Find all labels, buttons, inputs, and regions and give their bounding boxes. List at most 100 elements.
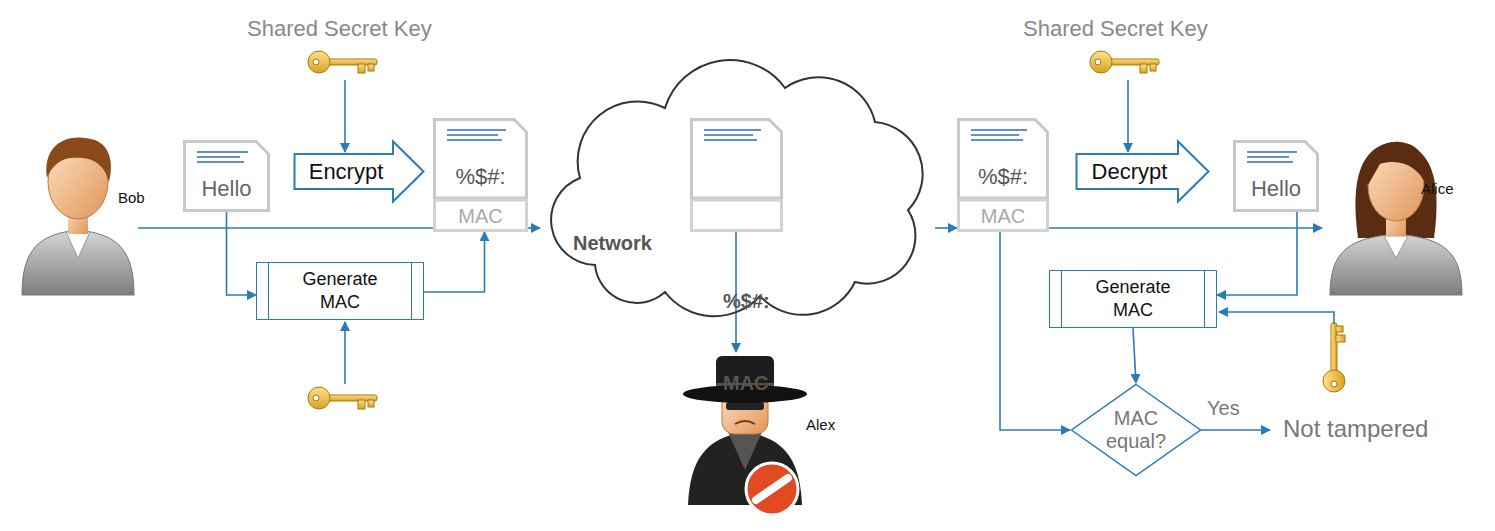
shape-outline — [1077, 142, 1209, 202]
branch-label: Yes — [1207, 397, 1240, 420]
key-caption: Shared Secret Key — [247, 16, 432, 42]
flow-line — [138, 227, 433, 229]
node-text: MAC — [458, 205, 502, 228]
shape-outline — [959, 200, 1048, 231]
mac-field: MAC — [433, 200, 528, 232]
text-line — [971, 134, 1019, 136]
alice-figure — [1330, 234, 1462, 295]
person-name: Alex — [806, 416, 835, 433]
alice-figure — [1367, 142, 1427, 185]
connector — [424, 232, 485, 292]
bob-figure — [66, 232, 90, 258]
node-text: %$#: — [723, 290, 770, 313]
text-line — [197, 161, 244, 163]
shape-outline — [435, 200, 527, 231]
flow-line — [1198, 429, 1270, 431]
key-icon — [308, 51, 377, 73]
shape-outline — [435, 120, 527, 199]
result-text: Not tampered — [1283, 415, 1428, 443]
node-text: Hello — [1251, 176, 1301, 202]
node-text: %$#: — [455, 164, 505, 190]
key-caption: Shared Secret Key — [1023, 16, 1208, 42]
mac-field: MAC — [690, 200, 783, 232]
connector — [227, 212, 257, 295]
alex-figure — [726, 402, 764, 410]
process-arrow: Encrypt — [293, 140, 425, 203]
text-line — [447, 129, 506, 131]
text-line — [447, 139, 502, 141]
decision-diamond: MAC equal? — [1070, 383, 1202, 477]
connector — [528, 227, 540, 229]
text-line — [1247, 161, 1293, 163]
person-name: Bob — [118, 189, 145, 206]
key-icon — [308, 387, 377, 409]
node-text: Generate MAC — [290, 268, 390, 315]
flow-line — [1219, 312, 1334, 324]
shape-outline — [295, 142, 424, 202]
document-body: %$#: — [957, 118, 1049, 200]
node-text: Encrypt — [309, 159, 384, 185]
node-text: %$#: — [978, 164, 1028, 190]
node-text: MAC equal? — [1100, 407, 1172, 453]
document-body: %$#: — [433, 118, 528, 200]
text-line — [971, 129, 1027, 131]
flow-line — [1049, 227, 1322, 229]
shape-outline — [959, 120, 1048, 199]
node-text: Hello — [201, 176, 251, 202]
flow-line — [344, 322, 346, 384]
node-text: Generate MAC — [1083, 276, 1183, 323]
flow-line — [1127, 80, 1129, 152]
process-box: Generate MAC — [256, 262, 424, 320]
node-text: Decrypt — [1092, 159, 1168, 185]
text-line — [1247, 151, 1297, 153]
alex-figure — [735, 421, 755, 424]
key-icon — [308, 51, 1345, 409]
alex-figure — [716, 356, 774, 394]
shape-outline — [692, 120, 782, 199]
connector — [1217, 212, 1297, 295]
process-arrow: Decrypt — [1075, 140, 1210, 203]
connector — [1000, 232, 1070, 430]
flow-line — [138, 80, 1334, 430]
alex-figure — [756, 478, 788, 500]
alex-figure — [746, 463, 798, 515]
shape-outline — [551, 60, 923, 316]
text-line — [704, 139, 757, 141]
encrypted-document: %$#: MAC — [433, 118, 528, 232]
alice-figure — [1384, 236, 1408, 258]
text-line — [704, 129, 761, 131]
key-icon — [1090, 51, 1159, 73]
node-shape — [690, 118, 783, 232]
shape-outline — [1235, 142, 1318, 211]
bob-figure — [22, 230, 134, 295]
text-line — [197, 151, 248, 153]
text-line — [1247, 156, 1289, 158]
connector — [1133, 328, 1136, 383]
node-text: Network — [573, 232, 652, 255]
document-body: %$#: — [690, 118, 783, 200]
node-text: MAC — [981, 205, 1025, 228]
shape-outline — [185, 142, 269, 211]
text-line — [447, 134, 498, 136]
flow-line — [344, 80, 346, 152]
encrypted-document: %$#: MAC — [957, 118, 1049, 232]
shape-outline — [1072, 385, 1201, 476]
document-icon: Hello — [183, 140, 270, 212]
encrypted-document: %$#:MAC — [690, 118, 783, 232]
node-text: MAC — [723, 372, 769, 395]
mac-field: MAC — [957, 200, 1049, 232]
key-icon — [1323, 323, 1345, 392]
alex-figure — [683, 356, 807, 515]
text-line — [197, 156, 240, 158]
bob-figure — [46, 137, 111, 182]
process-box: Generate MAC — [1049, 270, 1217, 328]
text-line — [704, 134, 753, 136]
shape-outline — [692, 200, 782, 231]
document-icon: Hello — [1233, 140, 1319, 212]
alice-figure — [1330, 142, 1462, 295]
network-cloud: Network%$#:MAC — [540, 60, 935, 318]
text-line — [971, 139, 1023, 141]
